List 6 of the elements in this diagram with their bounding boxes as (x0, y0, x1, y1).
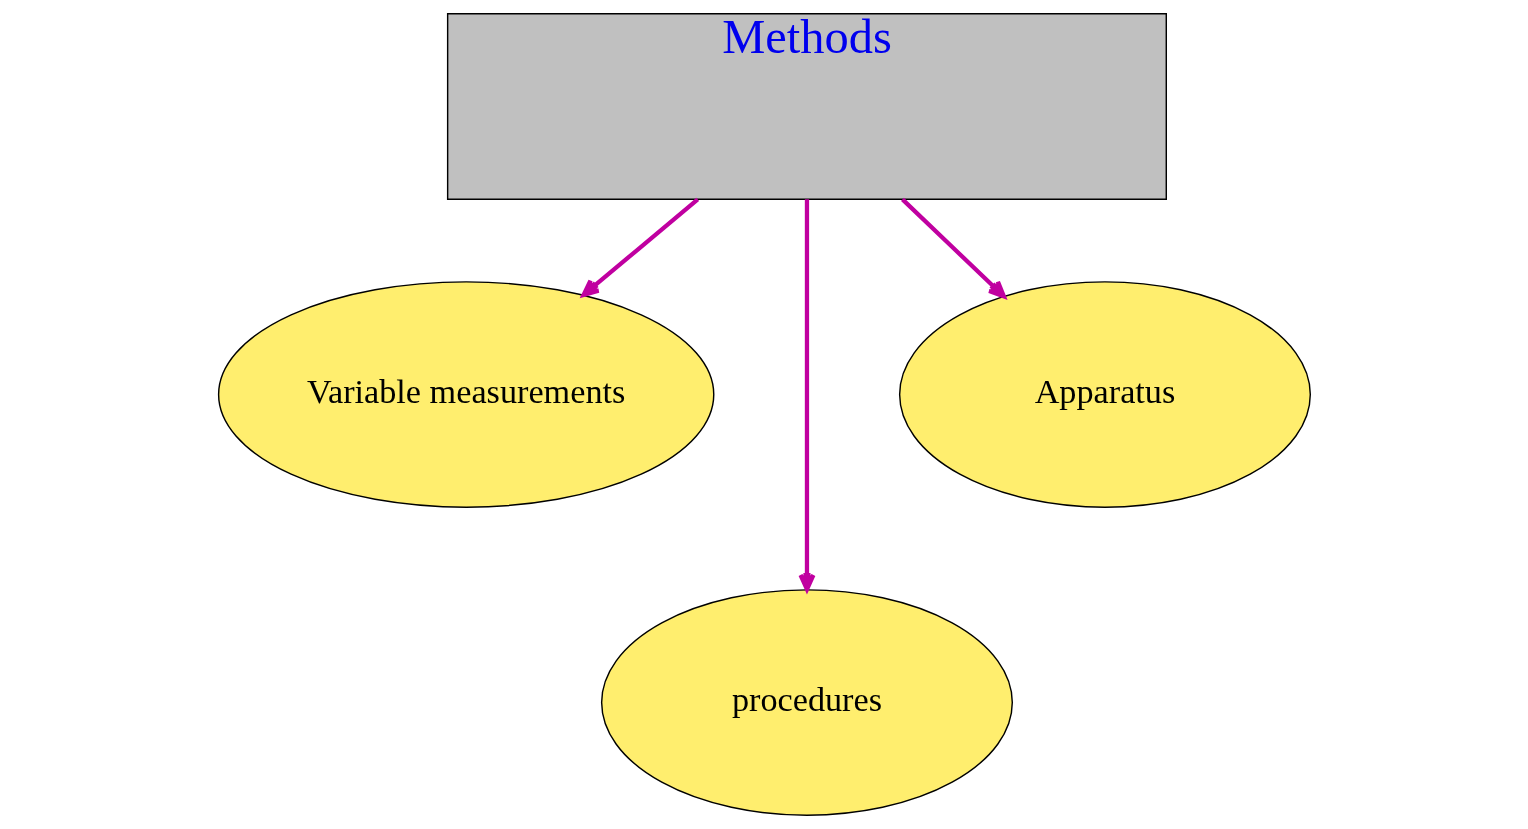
arrow (581, 197, 699, 297)
node-box: Methods (446, 13, 1167, 200)
arrow (797, 199, 816, 592)
node-ellipse: Variable measurements (217, 281, 714, 508)
node-ellipse: procedures (600, 589, 1013, 816)
arrow (900, 197, 1006, 299)
